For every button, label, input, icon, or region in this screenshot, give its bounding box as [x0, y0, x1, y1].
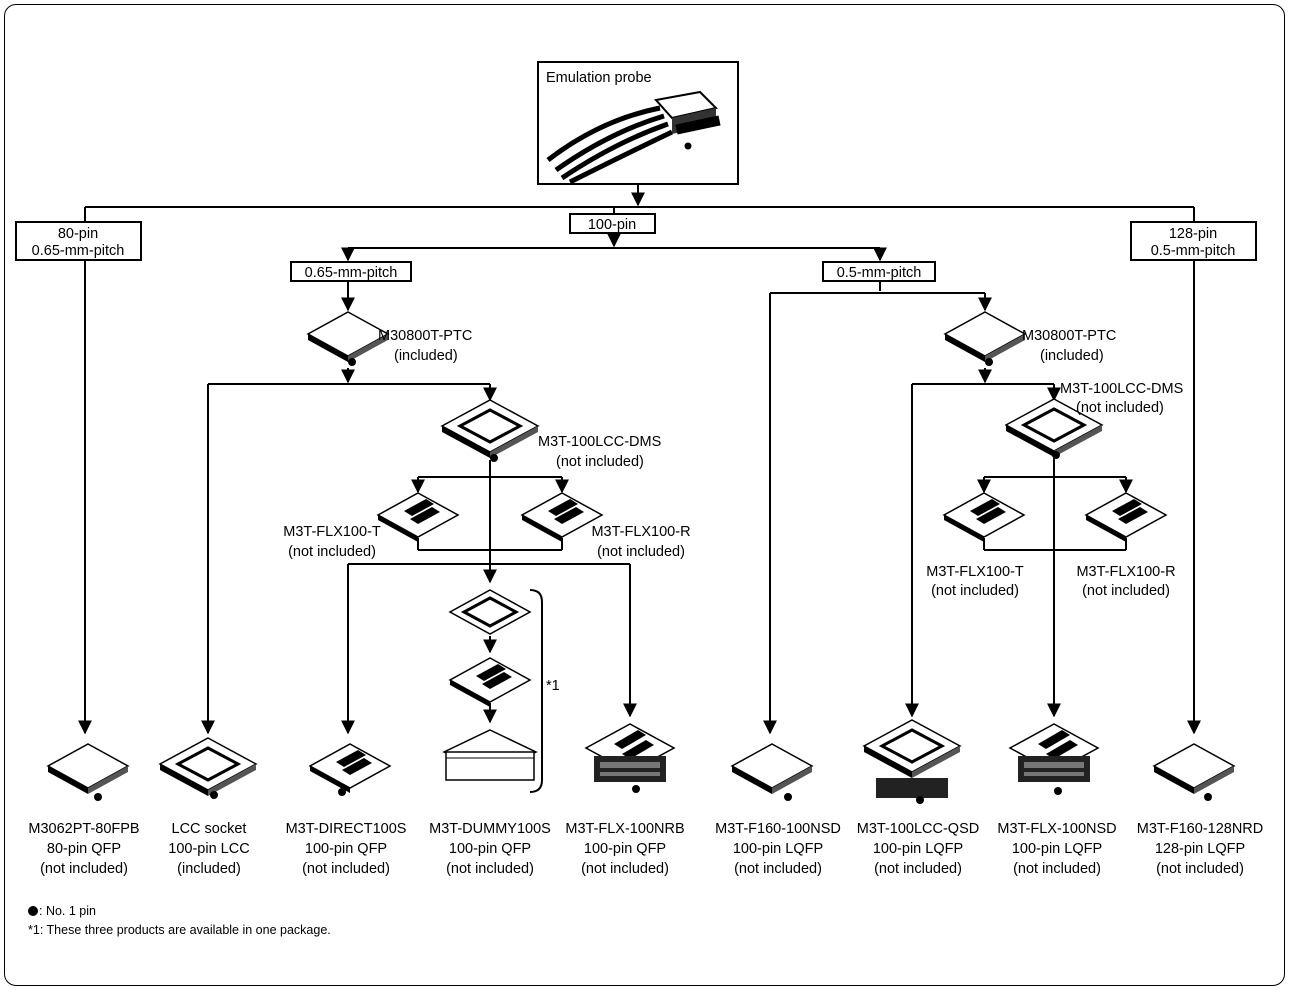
product-package: 100-pin QFP	[584, 841, 666, 857]
product-status: (not included)	[1013, 861, 1101, 877]
probe-label: Emulation probe	[546, 70, 652, 86]
box-065-pitch-label: 0.65-mm-pitch	[305, 265, 398, 281]
product-label-6: M3T-100LCC-QSD 100-pin LQFP (not included)	[857, 821, 979, 877]
probe-icon	[546, 90, 721, 185]
product-package: 100-pin QFP	[305, 841, 387, 857]
product-name: M3T-FLX-100NSD	[997, 821, 1116, 837]
product-status: (not included)	[734, 861, 822, 877]
product-name: M3T-100LCC-QSD	[857, 821, 979, 837]
flx-t-left-name: M3T-FLX100-T	[283, 524, 381, 540]
product-label-4: M3T-FLX-100NRB 100-pin QFP (not included)	[565, 821, 684, 877]
box-80-pin-line1: 80-pin	[58, 226, 98, 242]
product-package: 100-pin LCC	[168, 841, 249, 857]
box-100-pin: 100-pin	[569, 213, 656, 234]
product-label-7: M3T-FLX-100NSD 100-pin LQFP (not included)	[997, 821, 1116, 877]
product-icon-lcc-socket	[158, 736, 258, 799]
product-labels: M3062PT-80FPB 80-pin QFP (not included) LCC…	[28, 821, 1263, 877]
box-128-pin: 128-pin 0.5-mm-pitch	[1130, 221, 1257, 261]
product-status: (not included)	[581, 861, 669, 877]
product-icon-flx100nrb	[585, 723, 675, 793]
flx-r-right-name: M3T-FLX100-R	[1076, 564, 1175, 580]
box-80-pin: 80-pin 0.65-mm-pitch	[15, 221, 142, 261]
dms-left-name: M3T-100LCC-DMS	[538, 434, 661, 450]
dms-left-status: (not included)	[556, 454, 644, 470]
footnote: *1: These three products are available i…	[28, 923, 331, 937]
product-package: 100-pin LQFP	[873, 841, 963, 857]
product-name: M3T-DUMMY100S	[429, 821, 551, 837]
product-name: M3T-F160-128NRD	[1137, 821, 1264, 837]
product-icon-f160-128nrd	[1153, 743, 1235, 801]
pin1-note: : No. 1 pin	[28, 902, 331, 921]
box-065-pitch: 0.65-mm-pitch	[290, 261, 412, 282]
box-128-pin-line2: 0.5-mm-pitch	[1151, 243, 1236, 259]
emulation-probe: Emulation probe	[537, 61, 739, 185]
product-package: 100-pin QFP	[449, 841, 531, 857]
product-status: (not included)	[874, 861, 962, 877]
box-128-pin-line1: 128-pin	[1169, 226, 1217, 242]
product-label-5: M3T-F160-100NSD 100-pin LQFP (not included…	[715, 821, 841, 877]
product-status: (not included)	[446, 861, 534, 877]
dms-right-name: M3T-100LCC-DMS	[1060, 381, 1183, 397]
box-80-pin-line2: 0.65-mm-pitch	[32, 243, 125, 259]
dms-left-icon	[440, 398, 540, 462]
product-label-2: M3T-DIRECT100S 100-pin QFP (not included)	[286, 821, 407, 877]
dummy-base-icon	[442, 729, 538, 781]
product-icon-100lcc-qsd	[862, 718, 962, 804]
flx-t-right-status: (not included)	[931, 583, 1019, 599]
product-status: (not included)	[1156, 861, 1244, 877]
diagram-frame	[4, 4, 1285, 986]
flx-t-right-icon	[943, 492, 1025, 543]
pin1-note-text: : No. 1 pin	[39, 904, 96, 918]
flx-t-right-name: M3T-FLX100-T	[926, 564, 1024, 580]
ptc-left-status: (included)	[394, 348, 458, 364]
product-icon-qfp80	[47, 743, 129, 801]
flx-r-right-icon	[1085, 492, 1167, 543]
product-status: (not included)	[302, 861, 390, 877]
product-name: M3T-F160-100NSD	[715, 821, 841, 837]
flx-t-left-icon	[377, 492, 459, 543]
product-package: 100-pin LQFP	[733, 841, 823, 857]
dummy-middle-socket-icon	[449, 657, 531, 708]
product-status: (not included)	[40, 861, 128, 877]
product-label-3: M3T-DUMMY100S 100-pin QFP (not included)	[429, 821, 551, 877]
dummy-top-frame-icon	[448, 589, 532, 635]
dms-right-icon	[1004, 397, 1104, 459]
box-05-pitch-label: 0.5-mm-pitch	[837, 265, 922, 281]
product-icon-direct100s	[309, 743, 391, 796]
product-package: 80-pin QFP	[47, 841, 121, 857]
ptc-left-name: M30800T-PTC	[378, 328, 472, 344]
product-icon-f160-100nsd	[731, 743, 813, 801]
dms-right-status: (not included)	[1076, 400, 1164, 416]
ptc-right-icon	[944, 311, 1026, 366]
box-05-pitch: 0.5-mm-pitch	[822, 261, 936, 282]
pin1-dot-icon	[28, 906, 38, 916]
product-label-8: M3T-F160-128NRD 128-pin LQFP (not included…	[1137, 821, 1264, 877]
connector-lines	[78, 185, 1201, 793]
legend-notes: : No. 1 pin *1: These three products are…	[28, 902, 331, 940]
ptc-right-status: (included)	[1040, 348, 1104, 364]
ptc-right-name: M30800T-PTC	[1022, 328, 1116, 344]
product-status: (included)	[177, 861, 241, 877]
flx-r-left-name: M3T-FLX100-R	[591, 524, 690, 540]
product-package: 100-pin LQFP	[1012, 841, 1102, 857]
product-name: LCC socket	[172, 821, 247, 837]
flx-r-left-icon	[521, 492, 603, 543]
box-100-pin-label: 100-pin	[588, 217, 636, 233]
ptc-left-icon	[307, 311, 389, 366]
flx-t-left-status: (not included)	[288, 544, 376, 560]
flx-r-left-status: (not included)	[597, 544, 685, 560]
product-name: M3T-DIRECT100S	[286, 821, 407, 837]
product-name: M3062PT-80FPB	[28, 821, 139, 837]
flx-r-right-status: (not included)	[1082, 583, 1170, 599]
product-label-0: M3062PT-80FPB 80-pin QFP (not included)	[28, 821, 139, 877]
product-label-1: LCC socket 100-pin LCC (included)	[168, 821, 249, 877]
product-icon-flx100nsd	[1009, 723, 1099, 795]
product-name: M3T-FLX-100NRB	[565, 821, 684, 837]
dummy-note-mark: *1	[546, 678, 560, 694]
product-package: 128-pin LQFP	[1155, 841, 1245, 857]
